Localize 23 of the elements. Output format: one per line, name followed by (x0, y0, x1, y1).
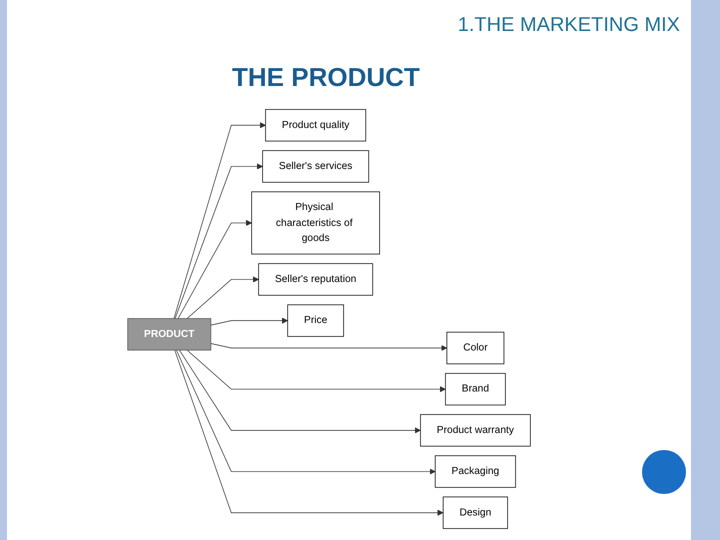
node-box: Product warranty (420, 414, 531, 447)
node-box: Seller's reputation (258, 263, 374, 296)
slide-title: 1.THE MARKETING MIX (458, 14, 680, 37)
node-box: Color (446, 332, 504, 364)
node-box: Product quality (265, 109, 366, 142)
node-box: PRODUCT (127, 318, 212, 350)
arrow (174, 122, 266, 319)
node-box: Brand (445, 373, 506, 406)
arrow (186, 350, 446, 392)
node-box: Packaging (434, 455, 516, 488)
diagram-heading: THE PRODUCT (232, 62, 420, 93)
node-box: Seller's services (262, 150, 370, 183)
arrow (186, 276, 259, 319)
node-box: Price (287, 304, 344, 337)
node-box: Physical characteristics of goods (251, 191, 380, 254)
arrow (176, 350, 436, 475)
arrow (174, 163, 263, 319)
arrow (174, 350, 444, 516)
arrow (210, 318, 288, 326)
arrow (179, 350, 421, 434)
arrow (178, 220, 252, 319)
arrow (210, 343, 448, 351)
node-box: Design (442, 496, 508, 529)
